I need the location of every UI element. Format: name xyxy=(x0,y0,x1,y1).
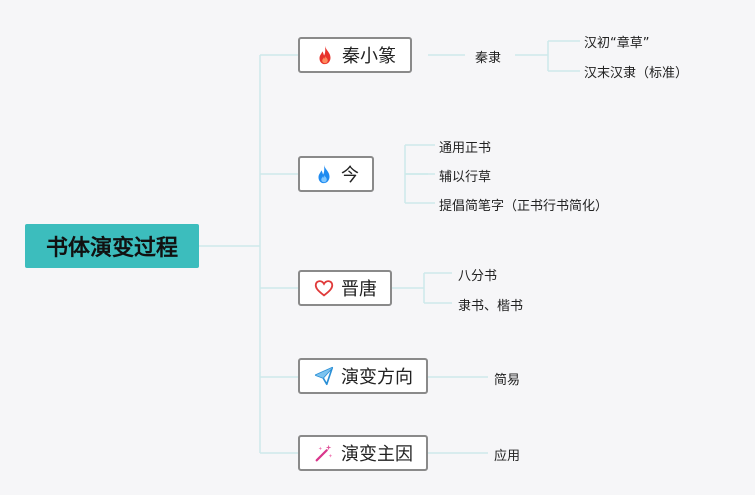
branch-label: 晋唐 xyxy=(341,279,377,300)
branch-jintang[interactable]: 晋唐 xyxy=(298,270,392,306)
fire-icon xyxy=(314,44,336,66)
leaf-tongyong-zhengshu[interactable]: 通用正书 xyxy=(439,141,492,156)
leaf-qinli[interactable]: 秦隶 xyxy=(475,51,502,66)
branch-label: 演变主因 xyxy=(341,444,413,465)
heart-icon xyxy=(313,277,335,299)
branch-yanbian-fangxiang[interactable]: 演变方向 xyxy=(298,358,428,394)
branch-label: 今 xyxy=(341,165,359,186)
branch-jin[interactable]: 今 xyxy=(298,156,374,192)
leaf-yingyong[interactable]: 应用 xyxy=(494,449,521,464)
leaf-hanmo-hanli[interactable]: 汉末汉隶（标准） xyxy=(584,66,689,81)
blue-flame-icon xyxy=(313,163,335,185)
leaf-jianyi[interactable]: 简易 xyxy=(494,373,521,388)
leaf-lishu-kaishu[interactable]: 隶书、楷书 xyxy=(458,299,524,314)
root-topic[interactable]: 书体演变过程 xyxy=(25,224,199,268)
branch-yanbian-zhuyin[interactable]: 演变主因 xyxy=(298,435,428,471)
paper-plane-icon xyxy=(313,365,335,387)
branch-qin-xiaozhuan[interactable]: 秦小篆 xyxy=(298,37,412,73)
leaf-hanchu-zhangcao[interactable]: 汉初“章草” xyxy=(584,36,650,51)
magic-wand-icon xyxy=(313,442,335,464)
leaf-bafenshu[interactable]: 八分书 xyxy=(458,269,498,284)
leaf-fuyi-xingcao[interactable]: 辅以行草 xyxy=(439,170,492,185)
root-label: 书体演变过程 xyxy=(45,236,178,261)
branch-label: 秦小篆 xyxy=(342,46,396,67)
branch-label: 演变方向 xyxy=(341,367,413,388)
leaf-tichang-jianbizi[interactable]: 提倡简笔字（正书行书简化） xyxy=(439,199,609,214)
